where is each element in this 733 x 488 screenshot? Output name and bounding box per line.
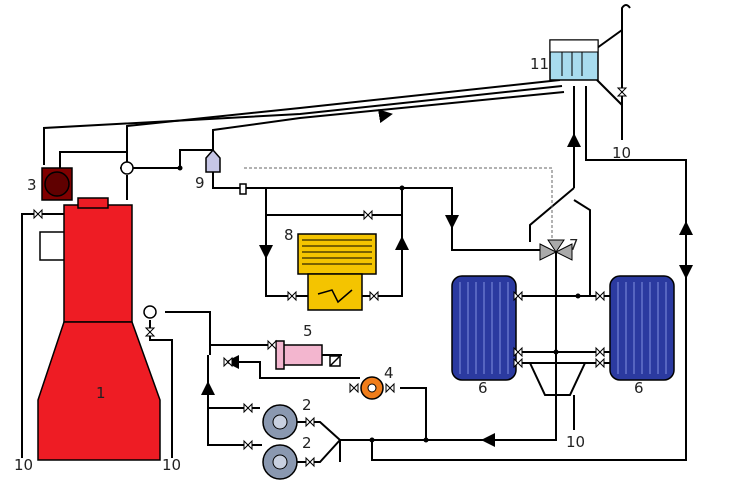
filter	[275, 340, 341, 370]
main-pump-b	[262, 444, 298, 480]
flow-arrows	[201, 109, 693, 447]
cooler-right	[609, 275, 675, 381]
label-drain-top: 10	[612, 144, 631, 162]
heater	[41, 167, 73, 201]
label-heat-exchanger: 8	[284, 226, 294, 244]
cooler-left	[451, 275, 517, 381]
engine	[37, 197, 161, 461]
label-three-way-valve: 7	[569, 236, 579, 254]
label-deaerator: 9	[195, 174, 205, 192]
valves	[33, 87, 628, 468]
expansion-tank	[549, 39, 599, 81]
label-expansion-tank: 11	[530, 55, 549, 73]
label-cooler-left: 6	[478, 379, 488, 397]
label-engine: 1	[96, 384, 106, 402]
label-drain-coolers: 10	[566, 433, 585, 451]
label-drain-bottom-left: 10	[14, 456, 33, 474]
label-drain-engine: 10	[162, 456, 181, 474]
label-pump-a: 2	[302, 396, 312, 414]
junction-circles	[120, 161, 157, 319]
main-pump-a	[262, 404, 298, 440]
label-filter: 5	[303, 322, 313, 340]
label-small-pump: 4	[384, 364, 394, 382]
junction-dots	[177, 165, 581, 443]
label-pump-b: 2	[302, 434, 312, 452]
heat-exchanger	[297, 233, 377, 311]
label-heater: 3	[27, 176, 37, 194]
three-way-valve	[539, 239, 573, 261]
component-labels: 1 2 2 3 4 5 6 6 7 8 9 10 10 10 10 11	[14, 55, 644, 474]
small-pump	[360, 376, 384, 400]
deaerator	[205, 148, 247, 195]
label-cooler-right: 6	[634, 379, 644, 397]
